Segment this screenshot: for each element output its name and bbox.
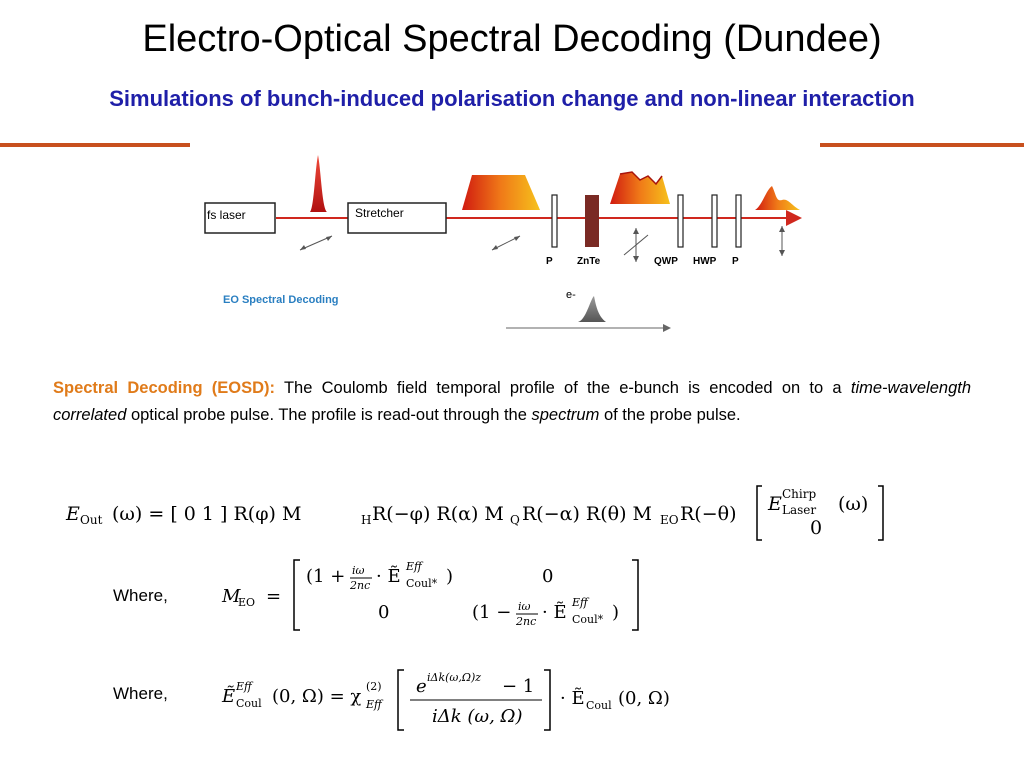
svg-text:Coul: Coul (586, 699, 612, 712)
svg-text:(0, Ω) = χ: (0, Ω) = χ (272, 686, 361, 707)
svg-text:R(−α) R(θ) M: R(−α) R(θ) M (522, 503, 652, 525)
chirped-pulse-icon (462, 175, 540, 210)
svg-text:iΔk (ω, Ω): iΔk (ω, Ω) (432, 706, 522, 727)
svg-text:HWP: HWP (693, 256, 717, 267)
equation-eout: E Out (ω) = [ 0 1 ] R(φ) M H R(−φ) R(α) … (65, 485, 884, 541)
svg-text:· Ẽ: · Ẽ (542, 601, 567, 623)
svg-text:QWP: QWP (654, 256, 678, 267)
svg-text:P: P (546, 256, 553, 267)
svg-text:2nc: 2nc (515, 615, 536, 628)
eosd-description: Spectral Decoding (EOSD): The Coulomb fi… (53, 379, 971, 424)
svg-text:iω: iω (518, 600, 531, 613)
where-label-1: Where, (113, 586, 168, 605)
svg-text:Laser: Laser (782, 503, 816, 517)
polarisation-arrow-icon (299, 235, 333, 251)
output-spectrum-icon (755, 186, 800, 210)
eosd-lead: Spectral Decoding (EOSD): (53, 379, 276, 397)
slide-subtitle: Simulations of bunch-induced polarisatio… (109, 86, 915, 111)
svg-text:0: 0 (810, 517, 822, 539)
svg-text:Ẽ: Ẽ (221, 685, 235, 707)
polariser-2 (735, 194, 742, 248)
hwp-plate (711, 194, 718, 248)
svg-text:): ) (612, 602, 619, 623)
svg-text:iΔk(ω,Ω)z: iΔk(ω,Ω)z (427, 671, 481, 684)
svg-text:E: E (65, 503, 80, 525)
svg-text:): ) (446, 566, 453, 587)
polariser-1 (551, 194, 558, 248)
svg-text:Eff: Eff (365, 698, 384, 711)
divider-right (820, 143, 1024, 147)
svg-text:H: H (361, 513, 371, 527)
svg-text:e: e (416, 676, 427, 697)
svg-text:Out: Out (80, 513, 103, 527)
svg-text:Eff: Eff (571, 596, 590, 609)
znte-crystal (585, 195, 599, 247)
svg-text:(ω) = [ 0 1 ] R(φ) M: (ω) = [ 0 1 ] R(φ) M (112, 503, 301, 525)
svg-text:(0, Ω): (0, Ω) (618, 688, 670, 709)
svg-text:2nc: 2nc (349, 579, 370, 592)
equation-meo-matrix: M EO = (1 + iω 2nc · Ẽ Eff Coul* ) 0 0 (… (221, 559, 639, 631)
svg-text:P: P (732, 256, 739, 267)
svg-text:Chirp: Chirp (782, 487, 816, 501)
svg-text:0: 0 (378, 602, 389, 623)
svg-text:Coul: Coul (236, 697, 262, 710)
stretcher-box (347, 202, 447, 234)
where-label-2: Where, (113, 684, 168, 703)
svg-text:(ω): (ω) (838, 493, 868, 515)
svg-text:R(−φ) R(α) M: R(−φ) R(α) M (372, 503, 504, 525)
slide-title: Electro-Optical Spectral Decoding (Dunde… (142, 18, 882, 60)
svg-text:Coul*: Coul* (572, 613, 604, 626)
svg-text:Eff: Eff (235, 680, 254, 693)
svg-text:EO: EO (238, 596, 255, 609)
qwp-plate (677, 194, 684, 248)
svg-text:− 1: − 1 (502, 676, 534, 697)
short-pulse-icon (310, 155, 327, 212)
svg-text:M: M (221, 586, 241, 607)
svg-text:iω: iω (352, 564, 365, 577)
eosd-setup-diagram: fs laser Stretcher P ZnTe QWP HWP P EO S… (204, 155, 802, 332)
svg-text:=: = (266, 586, 281, 607)
equation-ecoul-eff: Ẽ Eff Coul (0, Ω) = χ (2) Eff e iΔk(ω,Ω)… (221, 669, 670, 731)
modulated-pulse-icon (610, 172, 670, 204)
svg-text:(1 +: (1 + (306, 566, 345, 587)
svg-text:(2): (2) (366, 680, 382, 693)
svg-text:Coul*: Coul* (406, 577, 438, 590)
fs-laser-label: fs laser (207, 208, 246, 222)
fs-laser-box (204, 202, 276, 234)
electron-bunch-icon (578, 296, 606, 322)
diagram-caption: EO Spectral Decoding (223, 294, 339, 306)
electron-label: e- (566, 289, 576, 301)
svg-text:EO: EO (660, 513, 679, 527)
divider-left (0, 143, 190, 147)
svg-text:(1 −: (1 − (472, 602, 511, 623)
svg-text:ZnTe: ZnTe (577, 256, 601, 267)
svg-text:Q: Q (510, 513, 520, 527)
svg-text:Eff: Eff (405, 560, 424, 573)
svg-text:· Ẽ: · Ẽ (376, 565, 401, 587)
svg-text:0: 0 (542, 566, 553, 587)
svg-text:E: E (767, 493, 782, 515)
svg-text:R(−θ): R(−θ) (680, 503, 737, 525)
stretcher-label: Stretcher (355, 206, 404, 220)
svg-text:· Ẽ: · Ẽ (560, 687, 585, 709)
